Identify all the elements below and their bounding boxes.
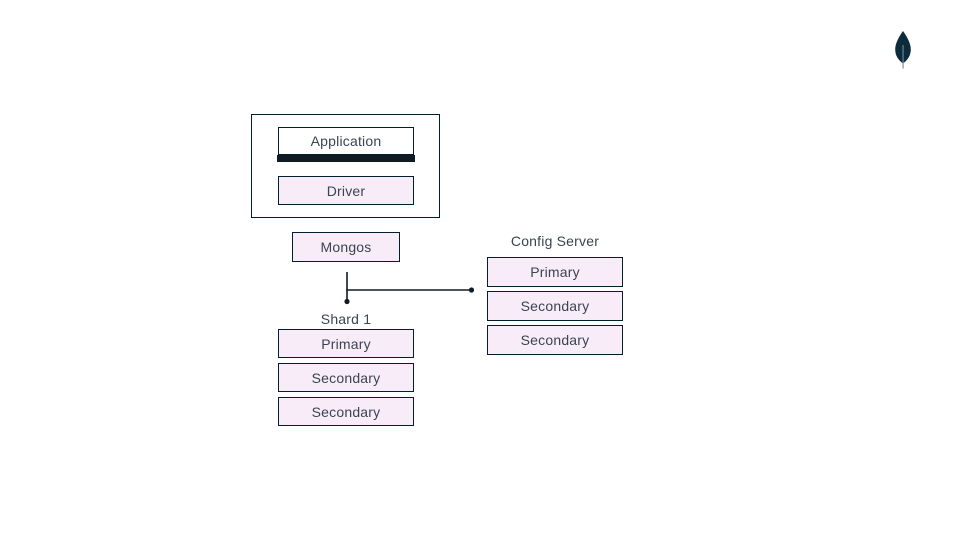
shard1-secondary2-label: Secondary: [311, 403, 381, 420]
config-secondary2-box: Secondary: [487, 325, 623, 355]
mongos-box-label: Mongos: [320, 239, 372, 255]
application-box: Application: [278, 127, 414, 155]
mongodb-leaf-icon: [892, 29, 914, 69]
shard1-title: Shard 1: [320, 311, 372, 327]
config-server-title: Config Server: [510, 233, 600, 249]
config-primary-box: Primary: [487, 257, 623, 287]
driver-box-label: Driver: [326, 182, 366, 199]
leaf-stem: [902, 63, 904, 69]
application-underline-bar: [277, 154, 415, 162]
config-primary-label: Primary: [530, 264, 580, 280]
shard1-primary-box: Primary: [278, 329, 414, 358]
leaf-midrib: [902, 45, 904, 63]
shard1-primary-label: Primary: [321, 335, 371, 352]
mongos-box: Mongos: [292, 232, 400, 262]
shard1-secondary2-box: Secondary: [278, 397, 414, 426]
driver-box: Driver: [278, 176, 414, 205]
config-secondary2-label: Secondary: [520, 332, 590, 348]
config-secondary1-label: Secondary: [520, 298, 590, 314]
config-secondary1-box: Secondary: [487, 291, 623, 321]
shard1-secondary1-label: Secondary: [311, 369, 381, 386]
application-box-label: Application: [310, 133, 382, 149]
shard1-secondary1-box: Secondary: [278, 363, 414, 392]
